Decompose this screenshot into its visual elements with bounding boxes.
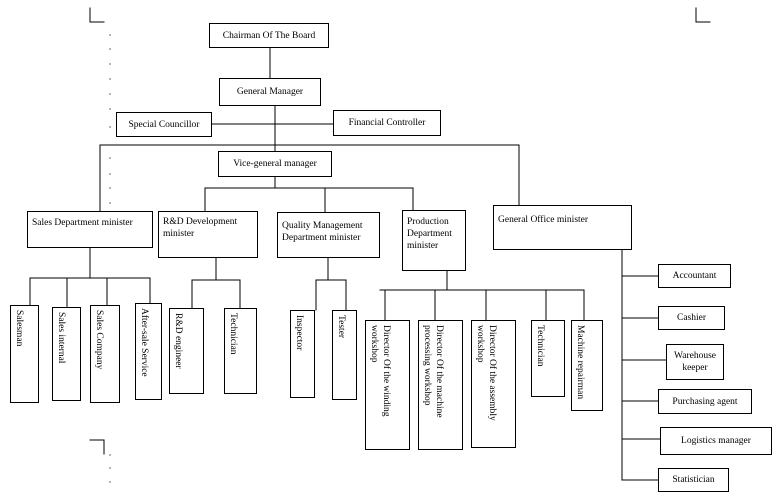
financial-controller-box: Financial Controller [333,110,441,136]
staff-box-rnd-technician: Technician [224,308,257,394]
staff-label-logistics-manager: Logistics manager [681,436,751,446]
staff-box-production-technician: Technician [531,320,565,397]
staff-label-accountant: Accountant [672,271,717,281]
staff-box-tester: Tester [332,310,357,400]
staff-label-warehouse-keeper: Warehouse keeper [674,351,716,373]
staff-label-tester: Tester [336,315,346,339]
staff-box-assembly-director: Director Of the assembly workshop [471,320,516,448]
dept-label-rnd: R&D Development minister [163,217,238,239]
staff-box-rnd-engineer: R&D engineer [169,308,204,394]
staff-box-sales-company: Sales Company [90,305,120,403]
vice-general-manager-label: Vice-general manager [233,159,317,169]
staff-label-rnd-technician: Technician [228,313,238,355]
dept-box-rnd: R&D Development minister [158,211,258,258]
staff-label-production-technician: Technician [535,325,545,367]
financial-controller-label: Financial Controller [348,118,426,128]
dept-box-general-office: General Office minister [493,205,632,250]
general-manager-label: General Manager [236,87,304,97]
staff-box-after-sale-service: After-sale Service [135,303,162,400]
staff-label-salesman: Salesman [14,310,24,347]
staff-label-after-sale-service: After-sale Service [139,308,149,377]
general-manager-box: General Manager [219,78,321,106]
staff-label-purchasing-agent: Purchasing agent [672,396,738,407]
staff-label-machine-processing-director: Director Of the machine processing works… [422,325,444,418]
chairman-box: Chairman Of The Board [209,23,329,48]
dept-label-quality: Quality Management Department minister [282,221,363,243]
staff-box-machine-repairman: Machine repairman [571,320,603,411]
dept-label-production: Production Department minister [407,217,452,251]
dept-box-sales: Sales Department minister [27,211,153,248]
staff-label-rnd-engineer: R&D engineer [173,313,183,369]
staff-label-cashier: Cashier [676,313,707,323]
staff-label-inspector: Inspector [294,315,304,351]
staff-box-sales-internal: Sales internal [52,307,81,401]
staff-label-winding-director: Director Of the winding workshop [369,325,391,417]
staff-box-inspector: Inspector [290,310,315,398]
dept-label-sales: Sales Department minister [32,218,133,228]
staff-box-machine-processing-director: Director Of the machine processing works… [418,320,463,450]
staff-box-logistics-manager: Logistics manager [660,427,772,455]
staff-label-sales-internal: Sales internal [56,312,66,364]
dept-box-production: Production Department minister [402,210,466,271]
special-councillor-box: Special Councillor [116,112,212,137]
staff-box-warehouse-keeper: Warehouse keeper [666,344,724,380]
staff-box-purchasing-agent: Purchasing agent [658,389,752,414]
staff-box-statistician: Statistician [658,468,729,492]
staff-label-statistician: Statistician [672,475,715,485]
staff-label-sales-company: Sales Company [94,310,104,370]
staff-box-salesman: Salesman [10,305,39,403]
staff-box-accountant: Accountant [658,264,731,288]
dept-label-general-office: General Office minister [498,215,589,225]
staff-label-machine-repairman: Machine repairman [575,325,585,400]
staff-box-cashier: Cashier [658,306,725,330]
special-councillor-label: Special Councillor [128,119,200,130]
chairman-label: Chairman Of The Board [222,30,316,41]
staff-label-assembly-director: Director Of the assembly workshop [475,325,497,421]
dept-box-quality: Quality Management Department minister [277,212,380,258]
staff-box-winding-director: Director Of the winding workshop [365,320,410,450]
vice-general-manager-box: Vice-general manager [218,151,332,177]
